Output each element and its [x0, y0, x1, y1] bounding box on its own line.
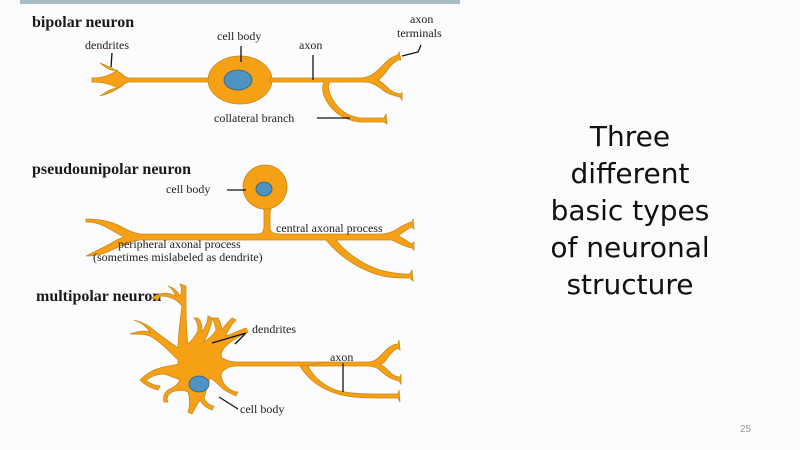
- multipolar-axon: [299, 339, 402, 403]
- bipolar-axon-label: axon: [299, 38, 322, 52]
- side-title-line: different: [570, 157, 690, 190]
- pseudounipolar-peripheral-note: (sometimes mislabeled as dendrite): [93, 250, 263, 264]
- multipolar-dendrites-pointer: [211, 332, 247, 345]
- bipolar-nucleus: [223, 69, 253, 91]
- multipolar-neuron-shape: [129, 283, 402, 415]
- pseudounipolar-neuron: pseudounipolar neuron cell body central …: [32, 161, 415, 283]
- bipolar-axon-terminals-pointer: [401, 44, 422, 57]
- bipolar-neuron: bipolar neuron dendrites cell bod: [32, 12, 442, 125]
- multipolar-cell-body-pointer: [218, 396, 239, 410]
- bipolar-axon-terminals-label-1: axon: [410, 12, 433, 26]
- side-title-line: structure: [566, 268, 694, 301]
- bipolar-dendrites-label: dendrites: [85, 38, 129, 52]
- bipolar-axon-terminals-label-2: terminals: [397, 26, 442, 40]
- bipolar-collateral-label: collateral branch: [214, 111, 294, 125]
- pseudounipolar-peripheral-label: peripheral axonal process: [118, 237, 241, 251]
- bipolar-heading: bipolar neuron: [32, 14, 134, 31]
- bipolar-neuron-shape: [91, 50, 403, 125]
- pseudounipolar-central-label: central axonal process: [276, 221, 383, 235]
- pseudounipolar-nucleus: [255, 181, 273, 197]
- multipolar-cell-body-label: cell body: [240, 402, 284, 416]
- bipolar-axon: [269, 50, 403, 125]
- slide-side-title: Three different basic types of neuronal …: [530, 118, 730, 303]
- top-border-bar: [20, 0, 460, 4]
- multipolar-neuron: multipolar neuron dendrites axon cell bo…: [36, 283, 402, 416]
- multipolar-nucleus: [188, 375, 210, 393]
- side-title-line: basic types: [550, 194, 710, 227]
- bipolar-dendrites-pointer: [110, 52, 113, 68]
- multipolar-dendrites-label: dendrites: [252, 322, 296, 336]
- multipolar-axon-label: axon: [330, 350, 353, 364]
- side-title-line: of neuronal: [550, 231, 710, 264]
- side-title-line: Three: [589, 120, 671, 153]
- bipolar-cell-body-label: cell body: [217, 29, 261, 43]
- pseudounipolar-neuron-shape: [85, 164, 415, 283]
- pseudounipolar-heading: pseudounipolar neuron: [32, 161, 191, 178]
- multipolar-heading: multipolar neuron: [36, 288, 161, 305]
- slide-number: 25: [740, 424, 752, 435]
- bipolar-dendrites: [91, 62, 211, 97]
- multipolar-soma-dendrites: [129, 283, 331, 415]
- pseudounipolar-cell-body-label: cell body: [166, 182, 210, 196]
